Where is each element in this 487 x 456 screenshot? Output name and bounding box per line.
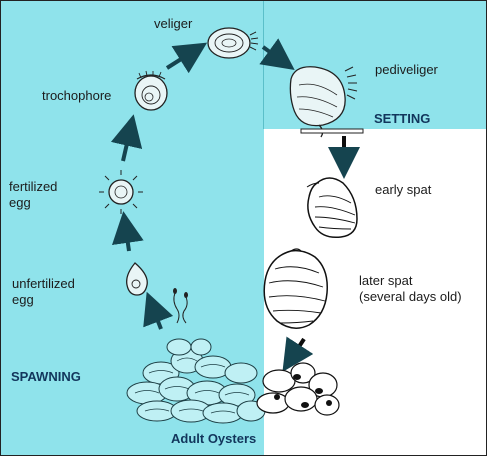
adult-oyster-cluster-illustration xyxy=(127,339,339,423)
arrow-trochophore-to-veliger xyxy=(167,49,197,68)
label-veliger: veliger xyxy=(154,16,192,32)
label-fertilized-egg: fertilized egg xyxy=(9,179,57,211)
pediveliger-larva-illustration xyxy=(290,67,363,137)
arrow-later-spat-to-adult xyxy=(289,339,304,362)
fertilized-egg-illustration xyxy=(99,170,143,214)
label-setting: SETTING xyxy=(374,111,430,127)
label-unfertilized-egg: unfertilized egg xyxy=(12,276,75,308)
label-pediveliger: pediveliger xyxy=(375,62,438,78)
label-spawning: SPAWNING xyxy=(11,369,81,385)
later-spat-shell-illustration xyxy=(264,249,327,328)
label-adult-oysters: Adult Oysters xyxy=(171,431,256,447)
unfertilized-egg-illustration xyxy=(127,263,148,295)
arrow-unfertilized-to-fertilized xyxy=(125,223,129,251)
sperm-illustration xyxy=(173,288,188,323)
veliger-larva-illustration xyxy=(208,28,258,58)
arrow-spawning-to-unfertilized xyxy=(151,303,161,329)
label-early-spat: early spat xyxy=(375,182,431,198)
arrow-veliger-to-pediveliger xyxy=(263,47,285,63)
label-later-spat: later spat (several days old) xyxy=(359,273,462,305)
trochophore-larva-illustration xyxy=(135,71,167,110)
arrow-fertilized-to-trochophore xyxy=(123,126,131,161)
early-spat-shell-illustration xyxy=(307,178,357,237)
label-trochophore: trochophore xyxy=(42,88,111,104)
